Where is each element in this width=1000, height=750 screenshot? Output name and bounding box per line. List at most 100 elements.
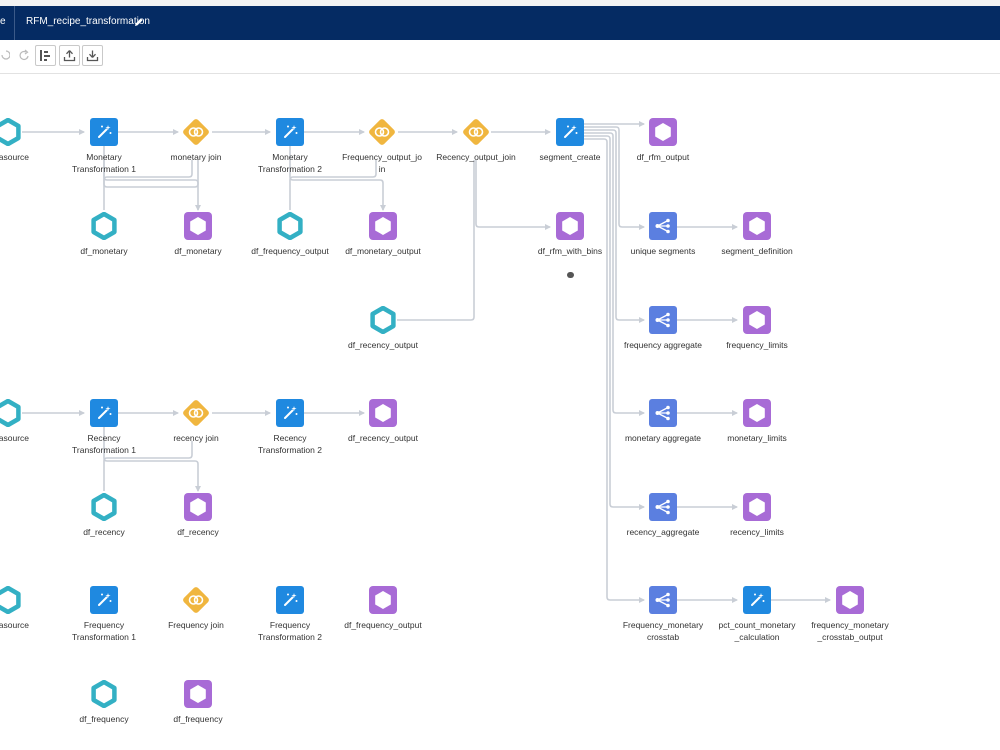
aggregate-node-icon[interactable]: [649, 586, 677, 614]
output-node-icon[interactable]: [743, 399, 771, 427]
node-output[interactable]: df_frequency_output: [323, 586, 443, 631]
output-node-icon[interactable]: [369, 399, 397, 427]
node-aggregate[interactable]: monetary aggregate: [603, 399, 723, 444]
node-aggregate[interactable]: unique segments: [603, 212, 723, 257]
node-join[interactable]: monetary join: [136, 118, 256, 163]
node-output[interactable]: df_rfm_with_bins: [510, 212, 630, 257]
download-button[interactable]: [82, 45, 103, 66]
node-join[interactable]: Recency_output_join: [416, 118, 536, 163]
node-output[interactable]: frequency_limits: [697, 306, 817, 351]
node-output[interactable]: monetary_limits: [697, 399, 817, 444]
join-node-icon[interactable]: [182, 118, 210, 146]
auto-layout-button[interactable]: [35, 45, 56, 66]
join-node-icon[interactable]: [368, 118, 396, 146]
node-label: frequency_monetary _crosstab_output: [811, 620, 889, 642]
back-link[interactable]: e: [0, 16, 6, 27]
edge-layer: [22, 121, 831, 603]
node-output[interactable]: df_frequency: [138, 680, 258, 725]
transform-node-icon[interactable]: [90, 118, 118, 146]
input-node-icon[interactable]: [0, 118, 22, 146]
aggregate-node-icon[interactable]: [649, 212, 677, 240]
node-label: Monetary Transformation 1: [72, 152, 136, 174]
node-aggregate[interactable]: recency_aggregate: [603, 493, 723, 538]
node-label: df_monetary: [174, 246, 222, 256]
transform-node-icon[interactable]: [556, 118, 584, 146]
output-node-icon[interactable]: [743, 306, 771, 334]
node-input[interactable]: df_frequency: [44, 680, 164, 725]
input-node-icon[interactable]: [0, 586, 22, 614]
input-node-icon[interactable]: [90, 212, 118, 240]
output-node-icon[interactable]: [556, 212, 584, 240]
node-output[interactable]: recency_limits: [697, 493, 817, 538]
output-node-icon[interactable]: [836, 586, 864, 614]
node-output[interactable]: frequency_monetary _crosstab_output: [790, 586, 910, 643]
transform-node-icon[interactable]: [276, 586, 304, 614]
node-input[interactable]: datasource: [0, 399, 68, 444]
node-input[interactable]: df_monetary: [44, 212, 164, 257]
aggregate-node-icon[interactable]: [649, 399, 677, 427]
edge: [584, 126, 645, 230]
node-output[interactable]: df_monetary: [138, 212, 258, 257]
node-transform[interactable]: Frequency Transformation 2: [230, 586, 350, 643]
transform-node-icon[interactable]: [90, 586, 118, 614]
input-node-icon[interactable]: [90, 493, 118, 521]
input-node-icon[interactable]: [0, 399, 22, 427]
output-node-icon[interactable]: [743, 212, 771, 240]
node-output[interactable]: segment_definition: [697, 212, 817, 257]
pencil-icon[interactable]: [134, 17, 144, 27]
node-label: df_frequency_output: [251, 246, 329, 256]
node-output[interactable]: df_rfm_output: [603, 118, 723, 163]
node-label: segment_create: [539, 152, 601, 162]
recipe-canvas[interactable]: datasourceMonetary Transformation 1monet…: [0, 74, 1000, 750]
join-node-icon[interactable]: [462, 118, 490, 146]
output-node-icon[interactable]: [369, 586, 397, 614]
join-node-icon[interactable]: [182, 399, 210, 427]
node-input[interactable]: df_frequency_output: [230, 212, 350, 257]
node-label: df_recency_output: [348, 433, 418, 443]
node-input[interactable]: df_recency_output: [323, 306, 443, 351]
node-transform[interactable]: Monetary Transformation 1: [44, 118, 164, 175]
node-join[interactable]: Frequency join: [136, 586, 256, 631]
undo-icon[interactable]: [0, 49, 10, 61]
node-label: df_frequency: [173, 714, 223, 724]
input-node-icon[interactable]: [90, 680, 118, 708]
join-node-icon[interactable]: [182, 586, 210, 614]
aggregate-node-icon[interactable]: [649, 306, 677, 334]
node-input[interactable]: datasource: [0, 118, 68, 163]
node-transform[interactable]: Recency Transformation 1: [44, 399, 164, 456]
transform-node-icon[interactable]: [276, 118, 304, 146]
output-node-icon[interactable]: [743, 493, 771, 521]
input-node-icon[interactable]: [369, 306, 397, 334]
node-output[interactable]: df_monetary_output: [323, 212, 443, 257]
output-node-icon[interactable]: [649, 118, 677, 146]
node-aggregate[interactable]: Frequency_monetary crosstab: [603, 586, 723, 643]
node-transform[interactable]: segment_create: [510, 118, 630, 163]
edge: [584, 132, 645, 416]
node-output[interactable]: df_recency_output: [323, 399, 443, 444]
aggregate-node-icon[interactable]: [649, 493, 677, 521]
node-transform[interactable]: Monetary Transformation 2: [230, 118, 350, 175]
node-transform[interactable]: Recency Transformation 2: [230, 399, 350, 456]
node-input[interactable]: df_recency: [44, 493, 164, 538]
node-input[interactable]: datasource: [0, 586, 68, 631]
comment-badge[interactable]: [567, 272, 574, 278]
output-node-icon[interactable]: [184, 680, 212, 708]
node-transform[interactable]: pct_count_monetary _calculation: [697, 586, 817, 643]
node-transform[interactable]: Frequency Transformation 1: [44, 586, 164, 643]
input-node-icon[interactable]: [276, 212, 304, 240]
transform-node-icon[interactable]: [276, 399, 304, 427]
node-output[interactable]: df_recency: [138, 493, 258, 538]
transform-node-icon[interactable]: [743, 586, 771, 614]
redo-icon[interactable]: [18, 49, 30, 61]
output-node-icon[interactable]: [184, 212, 212, 240]
node-join[interactable]: recency join: [136, 399, 256, 444]
node-label: recency join: [173, 433, 219, 443]
node-join[interactable]: Frequency_output_jo in: [322, 118, 442, 175]
edge: [103, 160, 193, 181]
node-aggregate[interactable]: frequency aggregate: [603, 306, 723, 351]
output-node-icon[interactable]: [369, 212, 397, 240]
upload-button[interactable]: [59, 45, 80, 66]
output-node-icon[interactable]: [184, 493, 212, 521]
transform-node-icon[interactable]: [90, 399, 118, 427]
node-label: segment_definition: [721, 246, 793, 256]
